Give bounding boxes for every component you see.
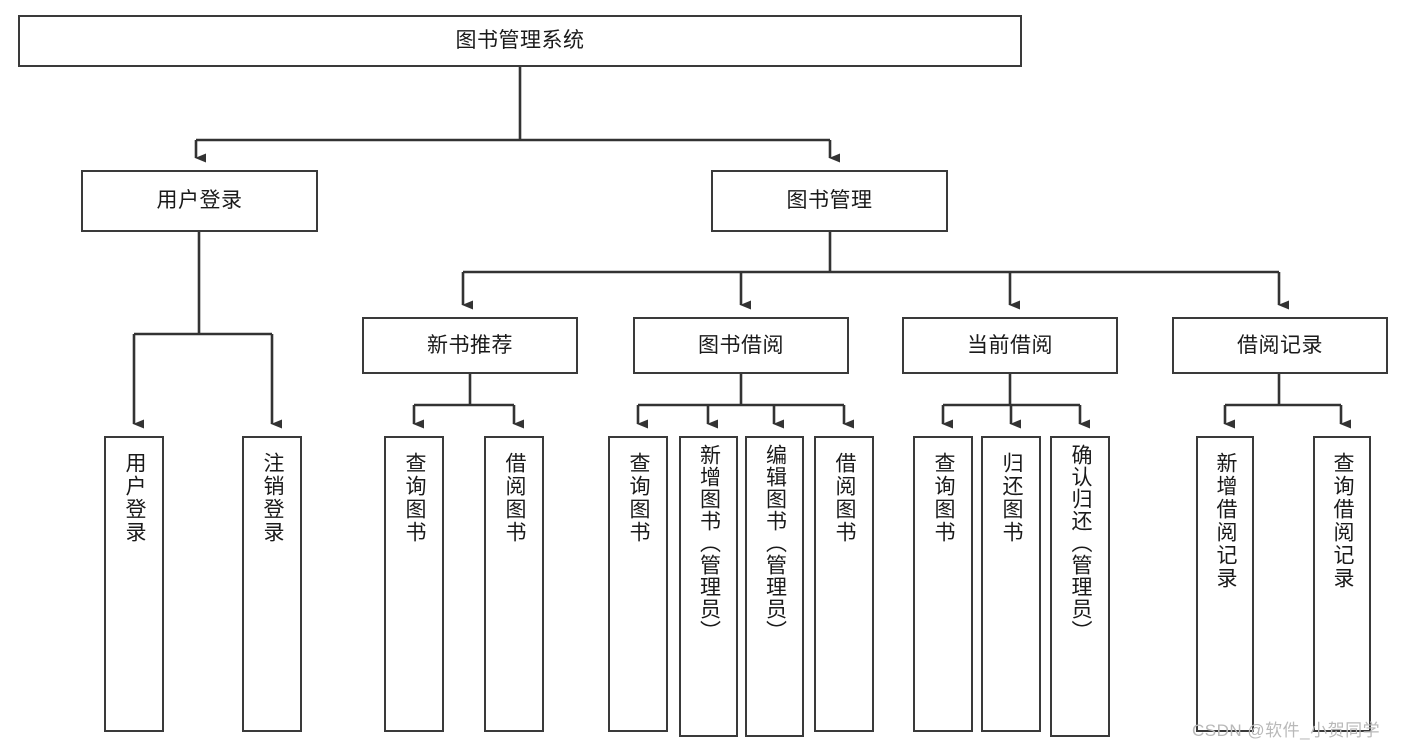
node-label: 用户登录 bbox=[123, 452, 147, 544]
node-leaf-borrow-book-1[interactable]: 借阅图书 bbox=[484, 436, 544, 732]
node-leaf-return-book[interactable]: 归还图书 bbox=[981, 436, 1041, 732]
node-label: 借阅记录 bbox=[1237, 333, 1323, 357]
node-leaf-query-record[interactable]: 查询借阅记录 bbox=[1313, 436, 1371, 732]
node-leaf-borrow-book-2[interactable]: 借阅图书 bbox=[814, 436, 874, 732]
node-root-system[interactable]: 图书管理系统 bbox=[18, 15, 1022, 67]
node-leaf-confirm-return[interactable]: 确认归还（管理员） bbox=[1050, 436, 1110, 737]
node-label: 查询图书 bbox=[627, 452, 651, 544]
node-label: 编辑图书（管理员） bbox=[763, 444, 787, 642]
node-label: 新书推荐 bbox=[427, 333, 513, 357]
node-label: 用户登录 bbox=[156, 189, 243, 213]
node-label: 查询借阅记录 bbox=[1331, 452, 1355, 590]
node-label: 图书管理系统 bbox=[455, 29, 585, 53]
node-label: 借阅图书 bbox=[503, 452, 527, 544]
node-label: 新增图书（管理员） bbox=[697, 444, 721, 642]
node-leaf-query-book-2[interactable]: 查询图书 bbox=[608, 436, 668, 732]
node-label: 借阅图书 bbox=[833, 452, 857, 544]
node-label: 归还图书 bbox=[1000, 452, 1024, 544]
node-label: 查询图书 bbox=[932, 452, 956, 544]
node-leaf-user-login[interactable]: 用户登录 bbox=[104, 436, 164, 732]
node-leaf-query-book-1[interactable]: 查询图书 bbox=[384, 436, 444, 732]
node-label: 注销登录 bbox=[261, 452, 285, 544]
node-new-book-recommend[interactable]: 新书推荐 bbox=[362, 317, 578, 374]
node-label: 查询图书 bbox=[403, 452, 427, 544]
node-user-login[interactable]: 用户登录 bbox=[81, 170, 318, 232]
node-book-borrow[interactable]: 图书借阅 bbox=[633, 317, 849, 374]
node-leaf-add-record[interactable]: 新增借阅记录 bbox=[1196, 436, 1254, 732]
node-leaf-add-book[interactable]: 新增图书（管理员） bbox=[679, 436, 738, 737]
node-label: 图书借阅 bbox=[698, 333, 784, 357]
node-label: 新增借阅记录 bbox=[1214, 452, 1238, 590]
node-label: 确认归还（管理员） bbox=[1069, 444, 1093, 642]
node-label: 当前借阅 bbox=[967, 333, 1053, 357]
node-book-management[interactable]: 图书管理 bbox=[711, 170, 948, 232]
node-leaf-query-book-3[interactable]: 查询图书 bbox=[913, 436, 973, 732]
node-leaf-edit-book[interactable]: 编辑图书（管理员） bbox=[745, 436, 804, 737]
node-label: 图书管理 bbox=[786, 189, 873, 213]
node-leaf-logout-login[interactable]: 注销登录 bbox=[242, 436, 302, 732]
node-current-borrow[interactable]: 当前借阅 bbox=[902, 317, 1118, 374]
node-borrow-record[interactable]: 借阅记录 bbox=[1172, 317, 1388, 374]
